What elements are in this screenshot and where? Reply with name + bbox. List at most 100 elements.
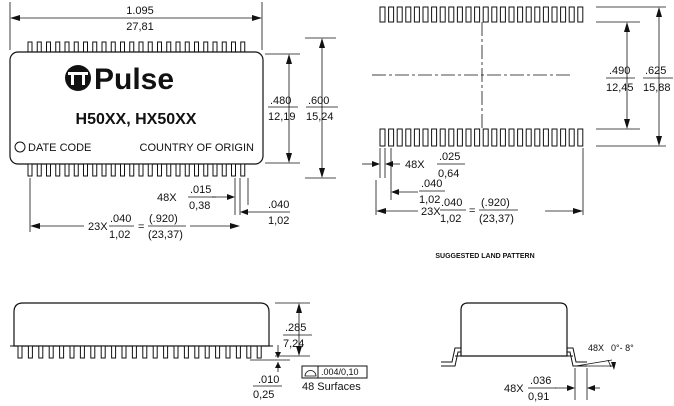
width-mm: 27,81: [126, 21, 154, 33]
span-pitch-in: .040: [110, 213, 131, 225]
side-pin: [246, 345, 252, 359]
coplanarity-frame: [301, 365, 368, 379]
pin: [203, 41, 209, 53]
part-numbers: H50XX, HX50XX: [76, 111, 197, 128]
pin: [231, 41, 236, 53]
pad: [474, 6, 481, 23]
pad: [413, 128, 420, 147]
side-height-mm: 7,24: [283, 338, 304, 350]
angle-count: 48X: [588, 343, 604, 353]
pin: [73, 41, 79, 53]
pin: [92, 163, 98, 177]
side-pin: [163, 345, 169, 359]
pad: [431, 6, 438, 23]
pad: [482, 128, 489, 147]
body-height-mm: 12,19: [268, 111, 296, 123]
side-pin: [194, 345, 200, 359]
pad: [551, 6, 558, 23]
inner-in: .490: [609, 65, 630, 77]
pin: [166, 41, 172, 53]
pin: [184, 163, 190, 177]
pad: [465, 128, 472, 147]
pin: [203, 163, 209, 177]
pin: [83, 41, 88, 53]
land-pattern-caption: SUGGESTED LAND PATTERN: [435, 253, 534, 260]
pad: [388, 6, 395, 23]
pad: [499, 128, 506, 147]
pin: [55, 163, 61, 177]
lp-span-prefix: 23X: [421, 206, 441, 218]
pad: [525, 6, 532, 23]
pad: [542, 128, 549, 147]
side-pin: [173, 345, 179, 359]
pad: [388, 128, 395, 147]
pin: [36, 163, 42, 177]
pad: [525, 128, 532, 147]
side-pin: [256, 345, 262, 359]
side-pin: [111, 345, 117, 359]
pad: [448, 6, 455, 23]
pin: [27, 41, 33, 53]
span-pitch-mm: 1,02: [109, 229, 130, 241]
total-height-mm: 15,24: [306, 111, 334, 123]
pad: [456, 6, 463, 23]
side-pin: [38, 345, 44, 359]
pad: [517, 6, 524, 23]
lp-span-pitch-mm: 1,02: [440, 213, 461, 225]
lead-width-mm: 0,38: [189, 200, 210, 212]
outer-in: .625: [645, 65, 666, 77]
side-pin: [17, 345, 23, 359]
side-pin: [183, 345, 189, 359]
pad-width-in: .025: [439, 151, 460, 163]
coplanarity: .004/0,10: [321, 367, 359, 377]
side-pins: [17, 345, 262, 359]
side-pin: [48, 345, 54, 359]
side-pin: [121, 345, 127, 359]
span-in: (.920): [149, 213, 178, 225]
body-height-in: .480: [270, 95, 291, 107]
pad: [560, 128, 567, 147]
side-pin: [79, 345, 85, 359]
lead-length-in: .036: [530, 375, 551, 387]
lead-count: 48X: [157, 192, 177, 204]
pin: [64, 41, 70, 53]
pad-width-mm: 0,64: [438, 168, 459, 180]
pin1-marker-icon: [14, 141, 26, 153]
pad: [396, 128, 403, 147]
land-pattern: .490 12,45 .625 15,88 48X .025 0,64 .040…: [362, 6, 673, 260]
pad: [448, 128, 455, 147]
side-pin: [59, 345, 65, 359]
span-mm: (23,37): [148, 229, 183, 241]
side-pin: [152, 345, 158, 359]
pin: [92, 41, 98, 53]
pin: [46, 163, 51, 177]
lead-count-end: 48X: [504, 383, 524, 395]
pad: [542, 6, 549, 23]
span-prefix: 23X: [88, 221, 108, 233]
lp-pitch-mm: 1,02: [419, 194, 440, 206]
pin: [73, 163, 79, 177]
side-pin: [100, 345, 106, 359]
angle: 0°- 8°: [611, 343, 634, 353]
top-view: 1.095 27,81 Pulse H50XX, HX50XX DATE COD…: [9, 2, 338, 241]
pad: [405, 128, 412, 147]
pitch-in: .040: [268, 199, 289, 211]
pad: [568, 128, 575, 147]
pad: [577, 6, 584, 23]
pads-lower: [379, 128, 584, 147]
pin: [138, 41, 144, 53]
inner-mm: 12,45: [606, 82, 634, 94]
pin: [166, 163, 172, 177]
pad: [431, 128, 438, 147]
pad: [422, 6, 429, 23]
pad: [413, 6, 420, 23]
pad: [396, 6, 403, 23]
pad: [508, 128, 515, 147]
pad: [491, 6, 498, 23]
lp-span-in: (.920): [481, 197, 510, 209]
pin: [147, 41, 153, 53]
side-pin: [204, 345, 210, 359]
pins-lower: [27, 163, 246, 177]
pin: [175, 41, 181, 53]
